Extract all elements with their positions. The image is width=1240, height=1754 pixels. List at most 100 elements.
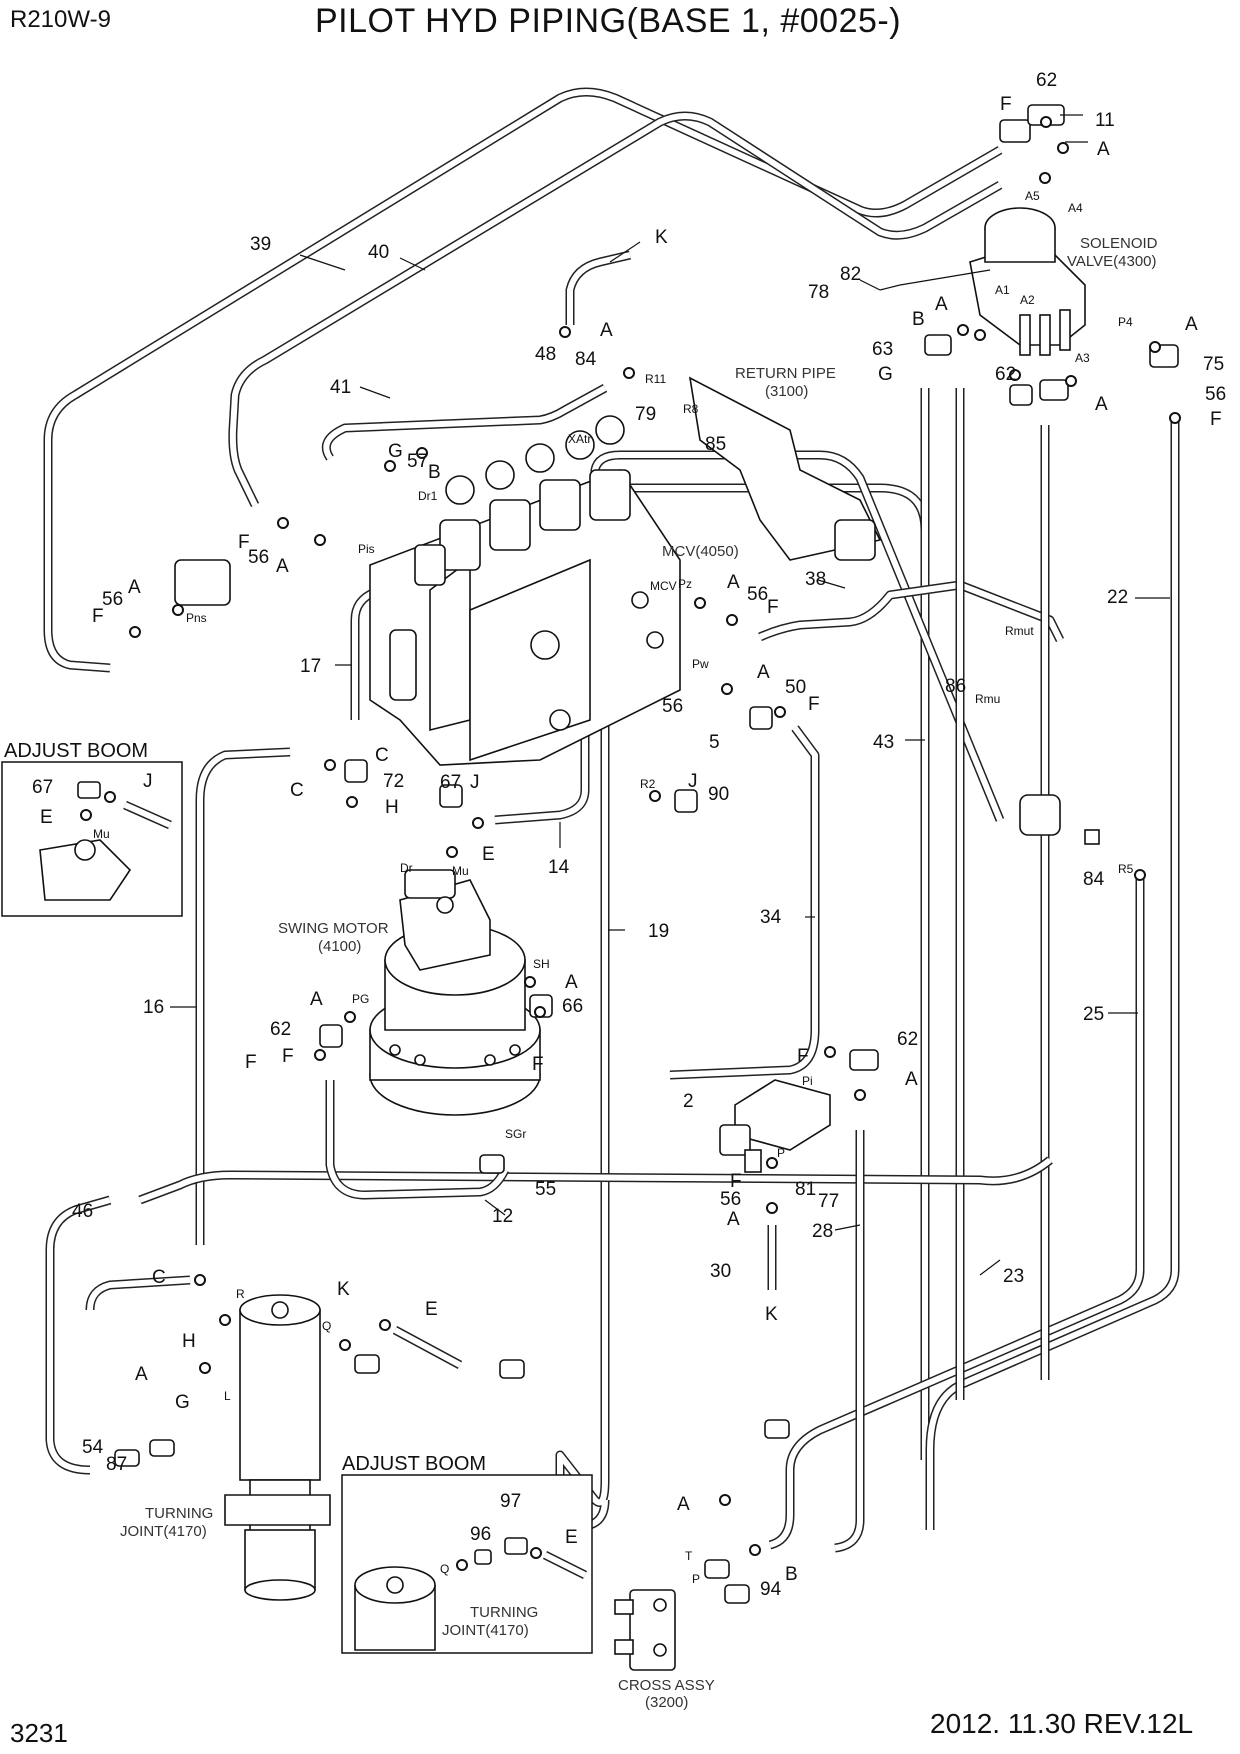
callout: E (565, 1527, 578, 1548)
callout: R2 (640, 777, 656, 791)
callout: 85 (705, 434, 726, 455)
callout: Rmut (1005, 624, 1034, 638)
callout: 38 (805, 569, 826, 590)
callout: 48 (535, 344, 556, 365)
caption-cross-2: (3200) (645, 1694, 688, 1711)
caption-swing-2: (4100) (318, 938, 361, 955)
callout: A (757, 662, 770, 683)
callout: SH (533, 957, 550, 971)
callout: Dr (400, 861, 413, 875)
callout: 72 (383, 771, 404, 792)
callout: 84 (1083, 869, 1105, 890)
callout: 16 (143, 997, 164, 1018)
callout: A (565, 972, 578, 993)
page-number: 3231 (10, 1718, 68, 1748)
callout: A1 (995, 283, 1010, 297)
turning-joint (224, 1294, 331, 1601)
callout: B (912, 309, 925, 330)
inset-adjust-boom-bottom: ADJUST BOOM (341, 1453, 593, 1654)
callout: 96 (470, 1524, 491, 1545)
callout: 2 (683, 1091, 694, 1112)
callout: 56 (102, 589, 123, 610)
callout: 63 (872, 339, 893, 360)
callout: G (878, 364, 893, 385)
callout: A (727, 1209, 740, 1230)
callout: F (797, 1046, 809, 1067)
callout: 55 (535, 1179, 556, 1200)
callout: 40 (368, 242, 389, 263)
callout: SGr (505, 1127, 526, 1141)
callout: Rmu (975, 692, 1000, 706)
callout: F (767, 597, 779, 618)
callout: 79 (635, 404, 656, 425)
callout: R8 (683, 402, 699, 416)
callout: E (40, 807, 53, 828)
callout: P (777, 1146, 785, 1160)
callout: Q (440, 1562, 449, 1576)
callout: J (470, 772, 480, 793)
callout: C (375, 745, 389, 766)
callout: A (276, 556, 289, 577)
callout: P (692, 1572, 700, 1586)
callout: A (905, 1069, 918, 1090)
callout: 62 (270, 1019, 291, 1040)
callout: 86 (945, 676, 966, 697)
callout: A2 (1020, 293, 1035, 307)
callout: K (337, 1279, 350, 1300)
callout: F (245, 1052, 257, 1073)
callout: K (655, 227, 668, 248)
callout: C (152, 1267, 166, 1288)
callout: Dr1 (418, 489, 438, 503)
revision-date: 2012. 11.30 REV.12L (930, 1708, 1194, 1739)
callout: 56 (747, 584, 768, 605)
callout: Mu (93, 827, 110, 841)
callout: 17 (300, 656, 321, 677)
callout: Pns (186, 611, 207, 625)
caption-return-2: (3100) (765, 383, 808, 400)
callout: 56 (1205, 384, 1226, 405)
callout: 39 (250, 234, 271, 255)
callout: A (935, 294, 948, 315)
return-pipe (688, 376, 882, 561)
inset-title-left: ADJUST BOOM (4, 740, 148, 762)
callout: 56 (248, 547, 269, 568)
caption-cross-1: CROSS ASSY (618, 1677, 715, 1694)
callout: A (1095, 394, 1108, 415)
callout: 23 (1003, 1266, 1024, 1287)
callout: A3 (1075, 351, 1090, 365)
callout: 19 (648, 921, 669, 942)
callout: 90 (708, 784, 729, 805)
pilot-block (719, 1079, 831, 1173)
callout: 81 (795, 1179, 816, 1200)
callout: 54 (82, 1437, 104, 1458)
callout-labels: 62 F 11 A A5 A4 82 78 B A A1 A2 P4 A 63 … (32, 70, 1226, 1600)
callout: J (143, 771, 153, 792)
caption-solenoid-1: SOLENOID (1080, 235, 1158, 252)
callout: 46 (72, 1201, 93, 1222)
callout: E (482, 844, 495, 865)
callout: 12 (492, 1206, 513, 1227)
inset-title-bottom: ADJUST BOOM (342, 1453, 486, 1475)
callout: MCV (650, 579, 677, 593)
caption-turning-2: JOINT(4170) (120, 1523, 207, 1540)
caption-mcv: MCV(4050) (662, 543, 739, 560)
callout: P4 (1118, 315, 1133, 329)
callout: B (785, 1564, 798, 1585)
callout: A (135, 1364, 148, 1385)
callout: 11 (1095, 110, 1115, 131)
solenoid-valve (969, 207, 1086, 356)
callout: 75 (1203, 354, 1224, 375)
callout: B (428, 462, 441, 483)
main-control-valve (369, 415, 681, 766)
caption-inset-turning-2: JOINT(4170) (442, 1622, 529, 1639)
callout: R11 (645, 372, 666, 386)
callout: 87 (106, 1454, 127, 1475)
callout: R5 (1118, 862, 1134, 876)
inset-adjust-boom-left: ADJUST BOOM (1, 740, 183, 917)
callout: 30 (710, 1261, 731, 1282)
model-number: R210W-9 (10, 6, 111, 33)
callout: 25 (1083, 1004, 1104, 1025)
callout: R (236, 1287, 245, 1301)
callout: 62 (995, 364, 1016, 385)
callout: 78 (808, 282, 829, 303)
